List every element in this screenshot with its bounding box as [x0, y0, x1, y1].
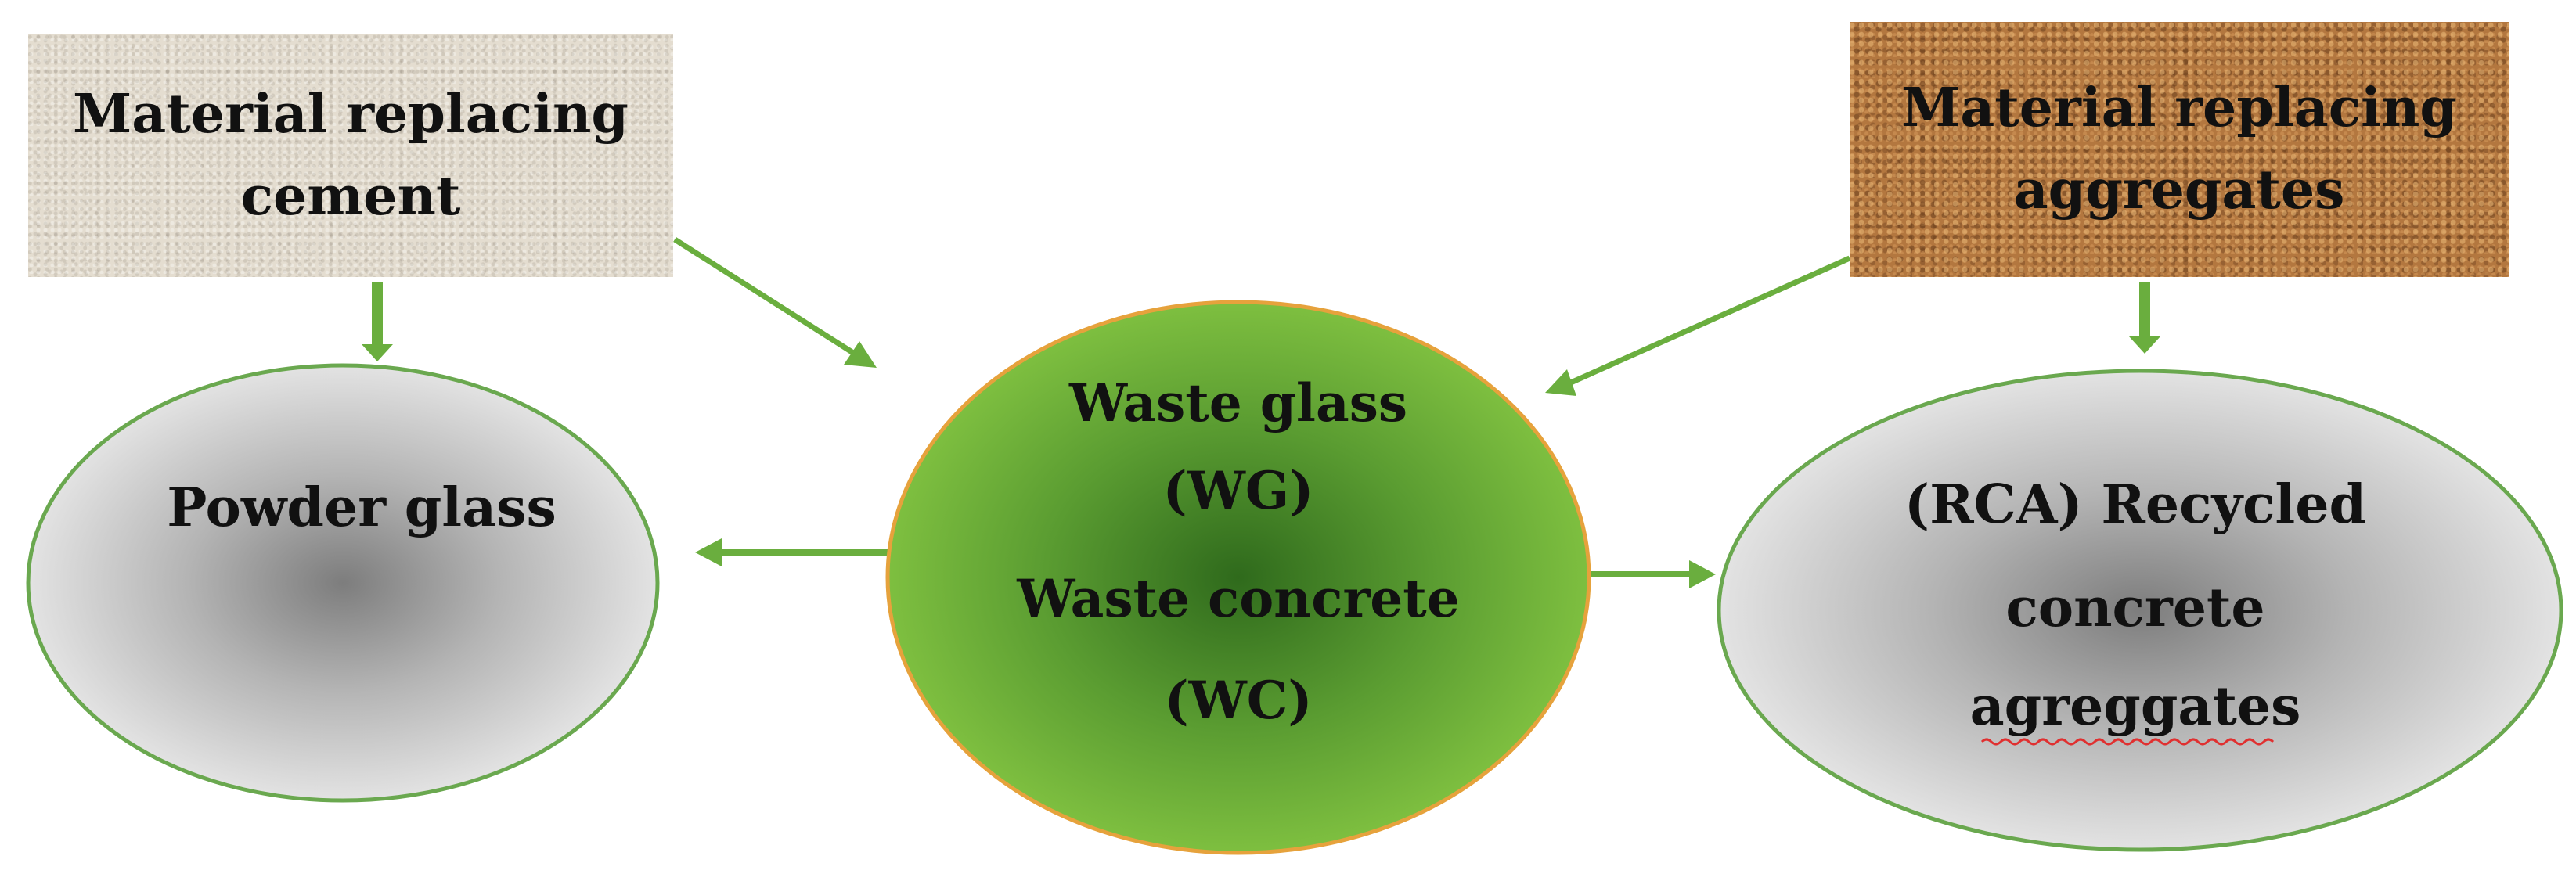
arrowhead-center-to-rca [1689, 560, 1716, 588]
powder-glass-ellipse [26, 363, 660, 803]
aggregates-box-line-2: aggregates [2013, 159, 2345, 221]
powder-glass-label: Powder glass [167, 477, 557, 539]
center-label-line-4: (WC) [1164, 670, 1312, 731]
spellcheck-underline [1980, 738, 2275, 746]
arrow-cement-to-center [673, 237, 861, 359]
arrowhead-aggregates-to-rca [2129, 336, 2160, 354]
center-label-line-3: Waste concrete [1016, 568, 1459, 629]
arrowhead-aggregates-to-center [1545, 369, 1576, 396]
cement-replacement-box: Material replacing cement [28, 34, 673, 277]
arrowhead-cement-to-center [844, 341, 877, 368]
rca-label-line-1: (RCA) Recycled [1904, 473, 2366, 536]
cement-box-line-2: cement [240, 165, 461, 228]
center-label-line-2: (WG) [1163, 460, 1314, 521]
arrowhead-cement-to-powder [362, 344, 393, 361]
rca-label-line-2: concrete [2005, 577, 2264, 639]
cement-box-line-1: Material replacing [73, 82, 629, 146]
arrowhead-center-to-powder [695, 538, 722, 566]
rca-label-line-3: agreggates [1970, 675, 2301, 738]
aggregates-box-line-1: Material replacing [1901, 76, 2457, 139]
aggregates-replacement-box: Material replacing aggregates [1850, 22, 2509, 277]
center-ellipse [885, 300, 1591, 855]
center-label-line-1: Waste glass [1068, 372, 1407, 433]
arrow-aggregates-to-center [1564, 255, 1851, 388]
rca-ellipse [1717, 369, 2563, 852]
